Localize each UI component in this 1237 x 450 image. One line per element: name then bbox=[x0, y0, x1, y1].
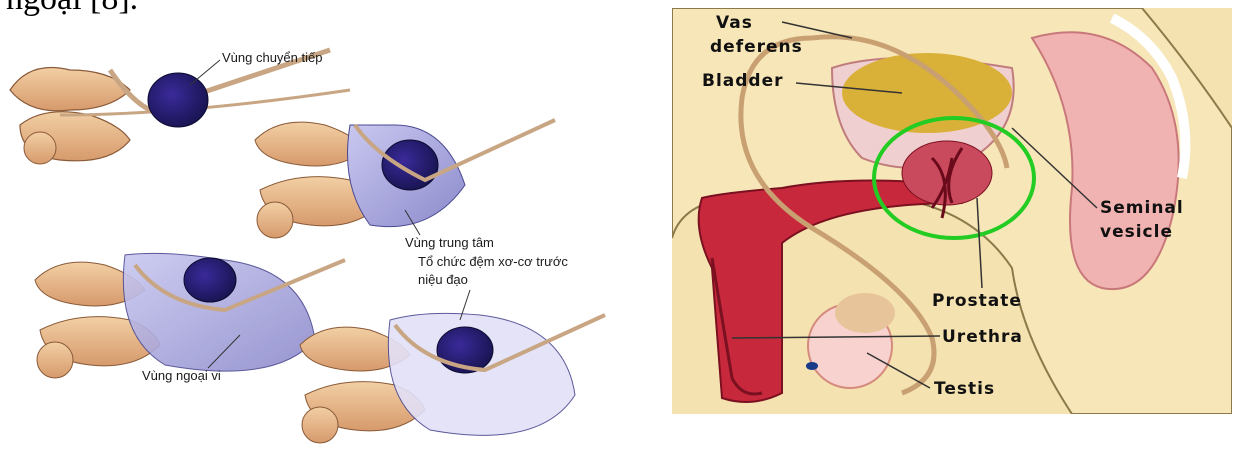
stage-4-fibromuscular-stroma: Tổ chức đệm xơ-cơ trước niệu đạo bbox=[300, 254, 605, 443]
stage-3-peripheral-zone: Vùng ngoại vi bbox=[35, 253, 345, 383]
label-deferens: deferens bbox=[710, 37, 803, 57]
prostate-zones-illustration: Vùng chuyển tiếp Vùng trung tâm Vùng ngo… bbox=[0, 30, 640, 450]
pelvic-anatomy-illustration: Vas deferens Bladder Seminal vesicle Pro… bbox=[672, 8, 1232, 414]
label-fibromuscular-stroma-1: Tổ chức đệm xơ-cơ trước bbox=[418, 254, 568, 269]
label-transition-zone: Vùng chuyển tiếp bbox=[222, 50, 322, 65]
label-testis: Testis bbox=[934, 379, 995, 399]
caption-fragment: ngoại [8]. bbox=[6, 0, 138, 18]
label-central-zone: Vùng trung tâm bbox=[405, 235, 494, 250]
label-seminal: Seminal bbox=[1100, 198, 1184, 218]
stage-2-central-zone: Vùng trung tâm bbox=[255, 120, 555, 250]
pelvic-anatomy-svg: Vas deferens Bladder Seminal vesicle Pro… bbox=[672, 8, 1232, 414]
label-fibromuscular-stroma-2: niệu đạo bbox=[418, 272, 468, 287]
label-prostate: Prostate bbox=[932, 291, 1022, 311]
label-peripheral-zone: Vùng ngoại vi bbox=[142, 368, 221, 383]
label-vas: Vas bbox=[716, 13, 753, 33]
label-vesicle: vesicle bbox=[1100, 222, 1173, 242]
prostate-zones-svg: Vùng chuyển tiếp Vùng trung tâm Vùng ngo… bbox=[0, 30, 640, 450]
label-bladder: Bladder bbox=[702, 71, 784, 91]
label-urethra: Urethra bbox=[942, 327, 1023, 347]
